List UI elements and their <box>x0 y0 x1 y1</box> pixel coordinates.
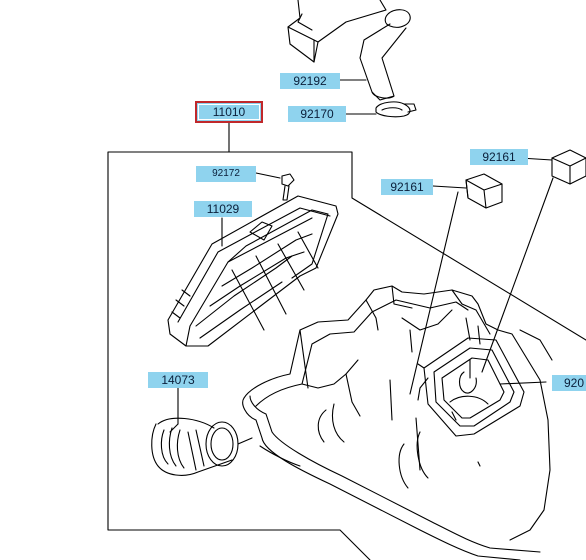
label-92172: 92172 <box>196 166 256 182</box>
cushion-pad-right <box>551 149 586 185</box>
label-92170: 92170 <box>288 106 346 122</box>
label-92192: 92192 <box>280 73 340 89</box>
air-box-opening <box>417 337 525 437</box>
assembly-frame <box>107 122 586 560</box>
leader-lines <box>169 79 554 433</box>
screw-part <box>281 173 295 201</box>
label-92161-upper: 92161 <box>470 149 528 165</box>
air-filter-element <box>167 195 339 347</box>
hose-clamp-part <box>375 101 417 118</box>
label-92161-lower: 92161 <box>381 179 433 195</box>
intake-duct-part <box>151 417 253 476</box>
cushion-pad-left <box>465 173 503 209</box>
top-hose-part <box>287 0 411 101</box>
air-box-housing <box>242 285 553 560</box>
label-11010: 11010 <box>195 101 263 123</box>
label-14073: 14073 <box>148 372 208 388</box>
label-11029: 11029 <box>194 201 252 217</box>
label-920-partial: 920 <box>552 375 586 391</box>
